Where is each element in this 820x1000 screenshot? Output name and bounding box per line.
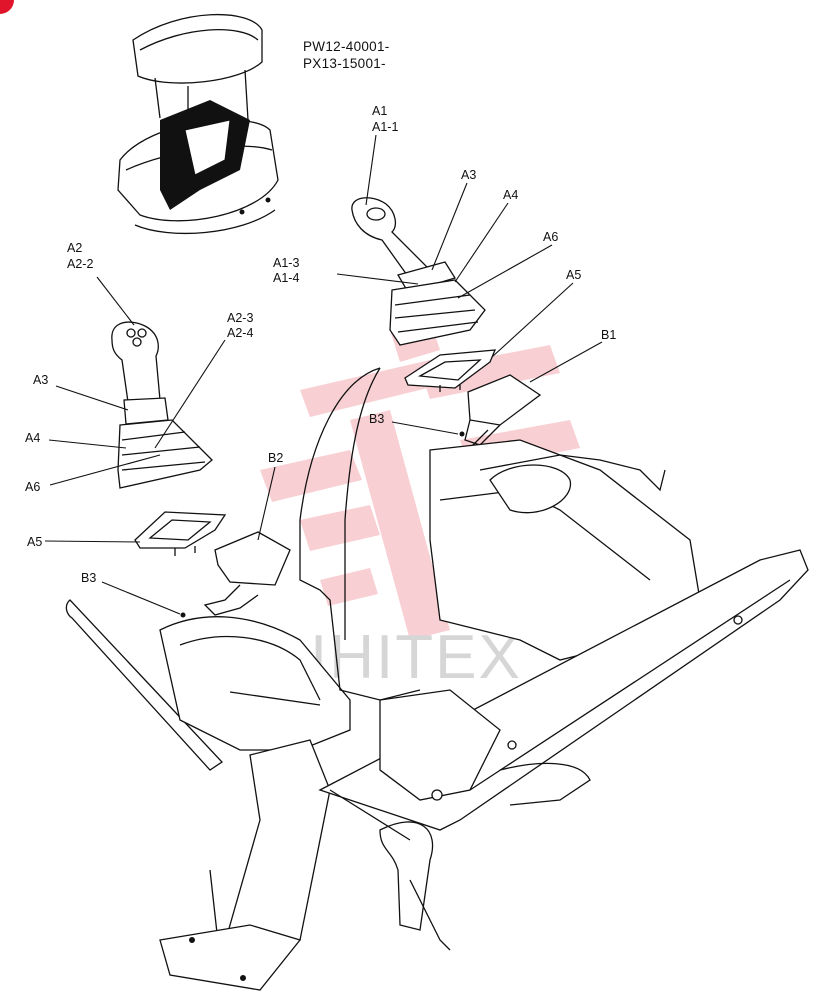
serial-line-1: PW12-40001- [303, 39, 390, 54]
left-gasket [134, 511, 227, 556]
label-left-lever-a2-2: A2-2 [67, 257, 93, 271]
right-lever-assembly [351, 197, 486, 346]
callout-labels: A1 A1-1 A3 A4 A6 A1-3 A1-4 A5 B1 B3 A2 A… [25, 104, 616, 585]
label-right-a5: A5 [566, 268, 581, 282]
label-left-a5: A5 [27, 535, 42, 549]
label-left-a4: A4 [25, 431, 40, 445]
label-right-a1-4: A1-4 [273, 271, 299, 285]
label-left-a6: A6 [25, 480, 40, 494]
label-left-a2-4: A2-4 [227, 326, 253, 340]
label-right-a1-3: A1-3 [273, 256, 299, 270]
label-left-lever-a2: A2 [67, 241, 82, 255]
label-right-lever-a1-1: A1-1 [372, 120, 398, 134]
label-right-a3: A3 [461, 168, 476, 182]
label-left-a2-3: A2-3 [227, 311, 253, 325]
label-left-b3: B3 [81, 571, 96, 585]
label-right-b1: B1 [601, 328, 616, 342]
label-left-b2: B2 [268, 451, 283, 465]
label-right-lever-a1: A1 [372, 104, 387, 118]
label-right-b3: B3 [369, 412, 384, 426]
label-left-a3: A3 [33, 373, 48, 387]
watermark-text: IHITEX [310, 623, 522, 692]
left-lever-assembly [111, 321, 213, 489]
corner-mark [0, 0, 14, 14]
serial-line-2: PX13-15001- [303, 56, 386, 71]
excavator-inset [117, 13, 279, 235]
label-right-a4: A4 [503, 188, 518, 202]
leader-lines [44, 134, 603, 615]
operator-frame [65, 367, 809, 991]
right-gasket [404, 349, 497, 392]
left-cover [180, 531, 291, 618]
label-right-a6: A6 [543, 230, 558, 244]
